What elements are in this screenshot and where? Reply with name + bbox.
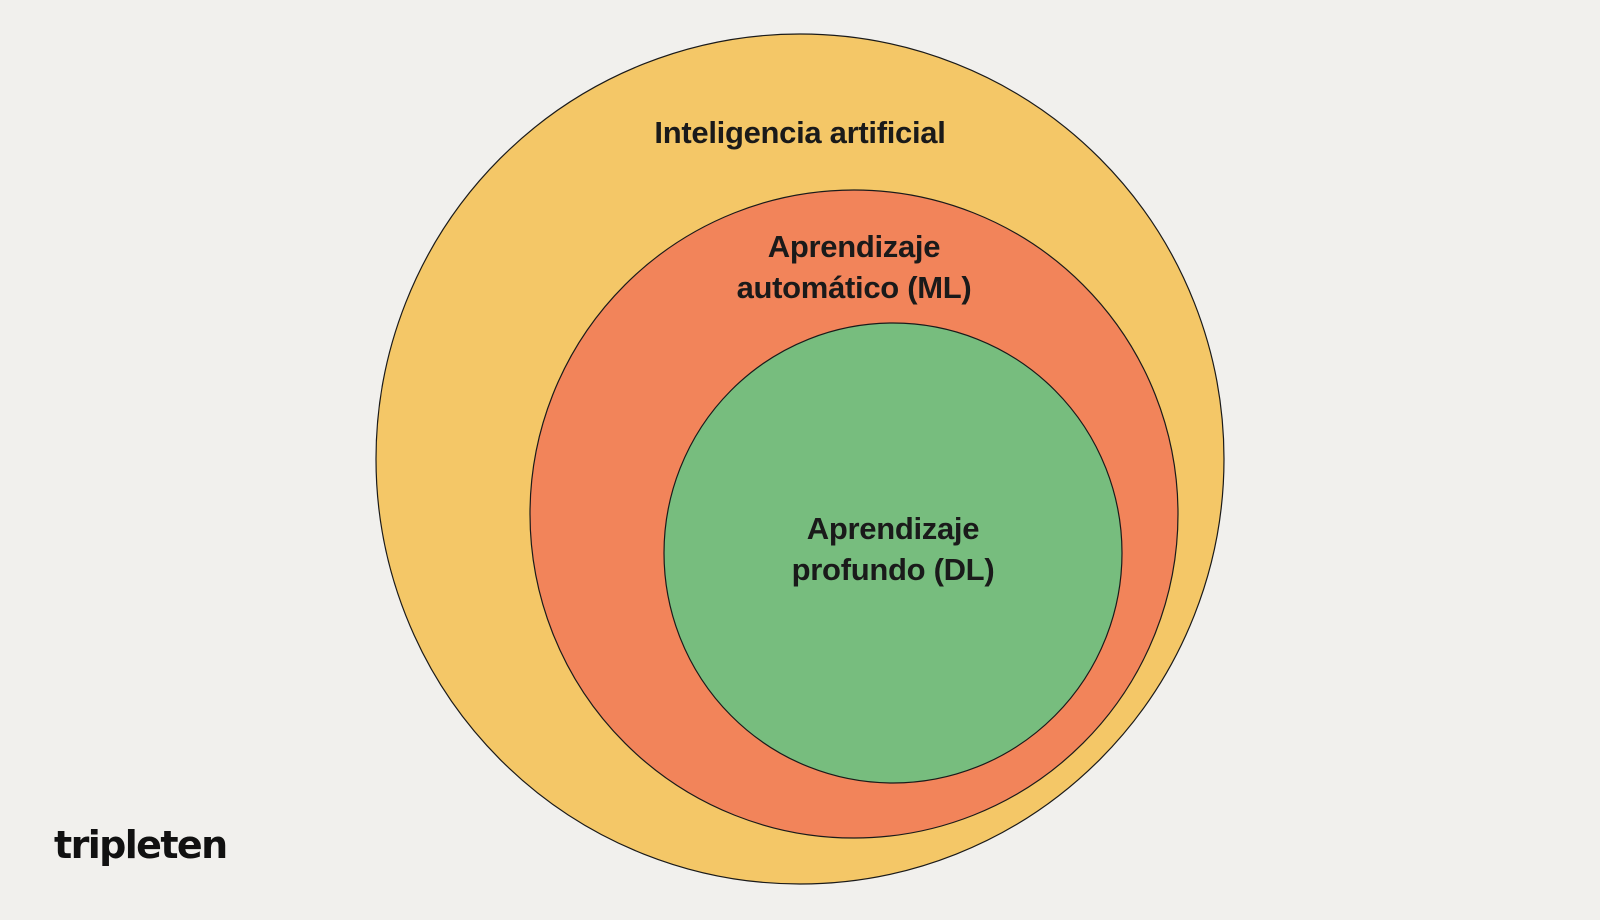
ai-label: Inteligencia artificial — [654, 115, 945, 150]
ml-label-line-2: automático (ML) — [737, 270, 972, 305]
dl-label-line-1: Aprendizaje — [807, 511, 979, 546]
ml-label-line-1: Aprendizaje — [768, 229, 940, 264]
dl-circle — [663, 322, 1123, 784]
tripleten-logo: tripleten — [54, 823, 228, 867]
dl-label-line-2: profundo (DL) — [792, 552, 995, 587]
